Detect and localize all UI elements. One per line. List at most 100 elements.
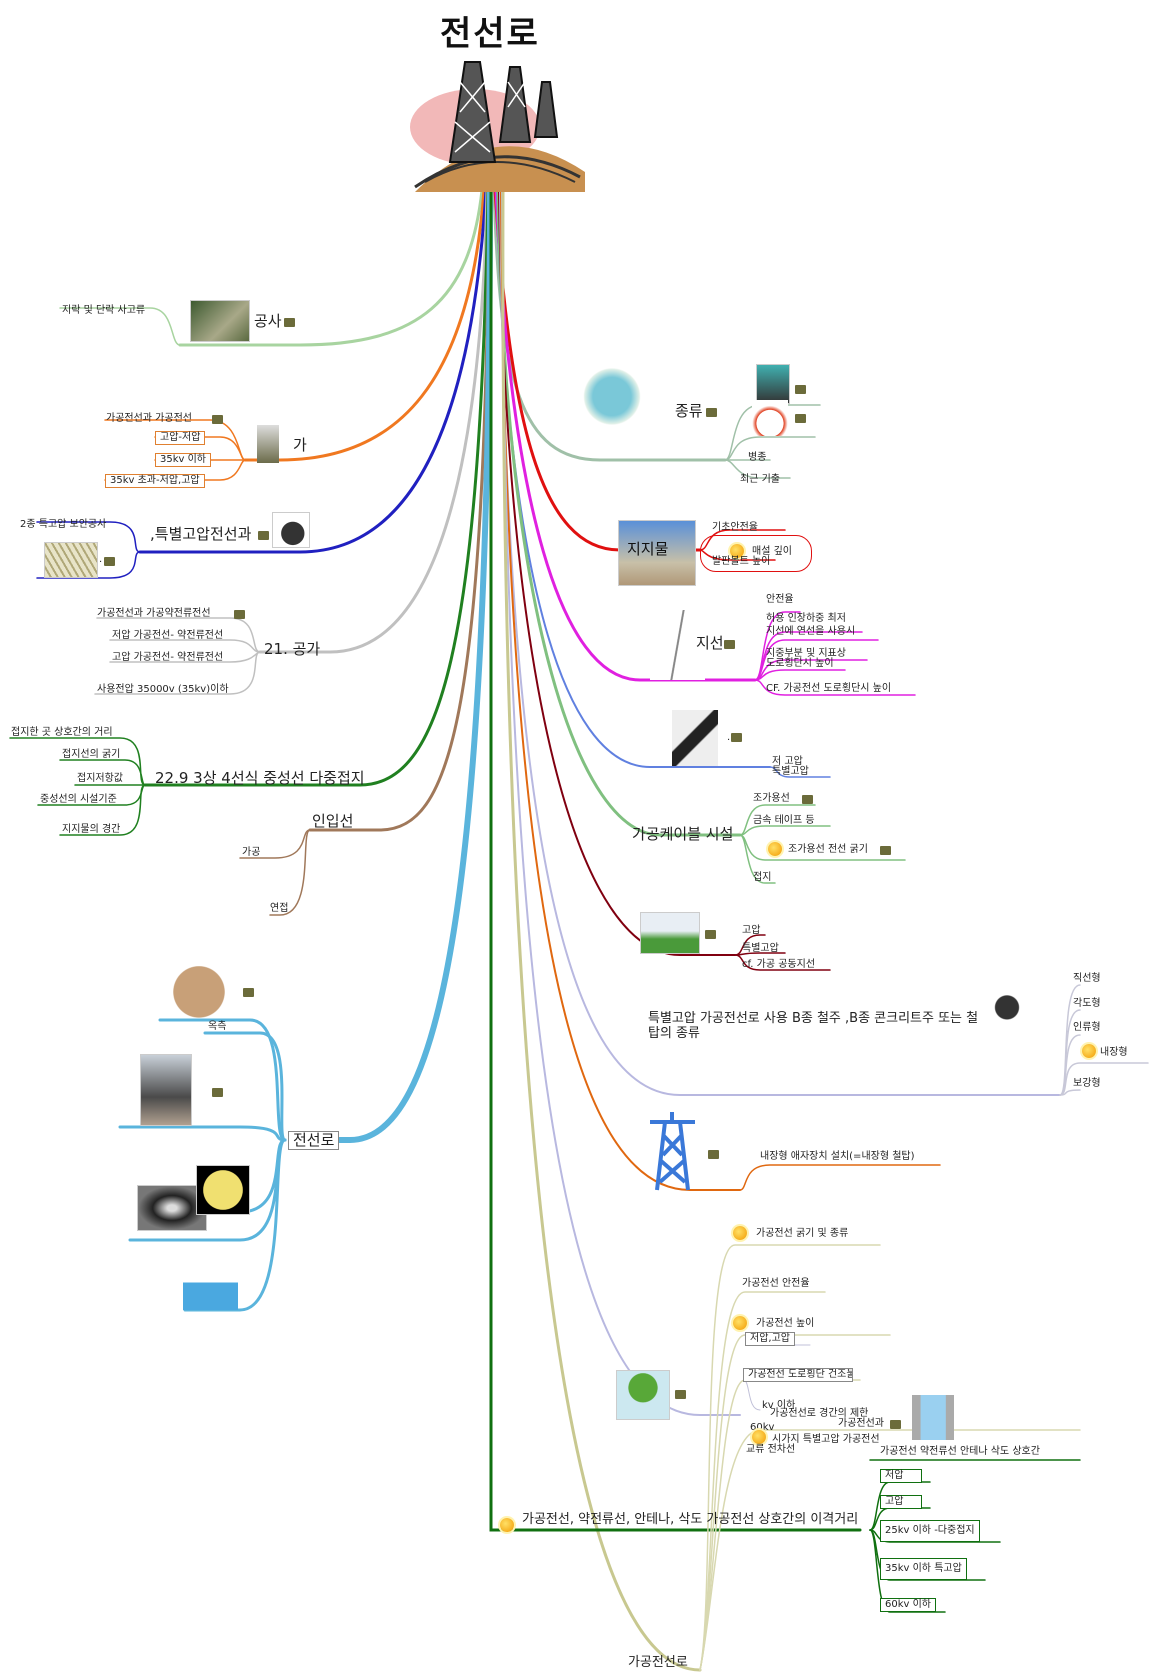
node-gagong-child-1[interactable]: 가공전선 굵기 및 종류 — [756, 1228, 849, 1239]
node-dist-child-4[interactable]: 25kv 이하 -다중접지 — [880, 1520, 980, 1542]
node-jiseon-child-3[interactable]: 지선에 연선을 사용시 — [766, 626, 856, 637]
node-dark-child-1[interactable]: 고압 — [742, 925, 761, 936]
note-icon[interactable] — [802, 795, 813, 804]
node-steel-child-1[interactable]: 직선형 — [1073, 973, 1101, 984]
node-jungseong-child-1[interactable]: 접지한 곳 상호간의 거리 — [11, 727, 113, 738]
node-jungseong-child-5[interactable]: 지지물의 경간 — [62, 824, 121, 835]
node-jeonseonro[interactable]: 전선로 — [288, 1131, 340, 1150]
node-jeogoap[interactable]: . — [727, 732, 731, 743]
note-icon[interactable] — [284, 318, 295, 327]
node-jungseong[interactable]: 22.9 3상 4선식 중성선 다중접지 — [155, 769, 365, 787]
node-tower-child-1[interactable]: 내장형 애자장치 설치(=내장형 철탑) — [760, 1151, 915, 1162]
node-jongryu-child-5[interactable]: 최근 기출 — [740, 474, 780, 485]
image-worker-with-sack — [172, 960, 232, 1018]
note-icon[interactable] — [212, 415, 223, 424]
image-judo-uniform — [672, 710, 718, 766]
node-jungseong-child-3[interactable]: 접지저항값 — [77, 773, 123, 784]
node-jungseong-child-4[interactable]: 중성선의 시설기준 — [40, 794, 117, 805]
node-gagong[interactable]: 가공전선로 — [628, 1655, 688, 1670]
node-gagong-child-4[interactable]: 저압,고압 — [745, 1332, 795, 1346]
node-jijimul-child-3[interactable]: 발판볼트 높이 — [712, 556, 771, 567]
node-gagong-child-2[interactable]: 가공전선 안전율 — [742, 1278, 810, 1289]
node-jeogoap-child-1[interactable]: 저 고압 — [772, 756, 803, 767]
node-steel-child-2[interactable]: 각도형 — [1073, 998, 1101, 1009]
note-icon[interactable] — [706, 408, 717, 417]
node-dist[interactable]: 가공전선, 약전류선, 안테나, 삭도 가공전선 상호간의 이격거리 — [522, 1512, 859, 1527]
note-icon[interactable] — [890, 1420, 901, 1429]
node-dist-child-2[interactable]: 저압 — [880, 1469, 922, 1483]
node-jiseon-child-6[interactable]: CF. 가공전선 도로횡단시 높이 — [766, 683, 892, 694]
node-gongga-child-1[interactable]: 가공전선과 가공약전류전선 — [97, 608, 211, 619]
node-gongsa[interactable]: 공사 — [254, 312, 282, 330]
node-jiseon-child-4[interactable]: 지중부분 및 지표상 — [766, 648, 846, 659]
node-jiseon-child-2[interactable]: 허용 인장하중 최저 — [766, 613, 846, 624]
note-icon[interactable] — [234, 610, 245, 619]
node-gongga-child-3[interactable]: 고압 가공전선- 약전류전선 — [112, 652, 224, 663]
image-person-photo — [756, 364, 790, 404]
node-cable-child-1[interactable]: 조가용선 — [753, 793, 790, 804]
node-gongga[interactable]: 21. 공가 — [264, 640, 321, 658]
node-inip-child-1[interactable]: 가공 — [242, 847, 261, 858]
node-ga-child-2[interactable]: 고압-저압 — [155, 431, 206, 445]
node-dist-child-5[interactable]: 35kv 이하 특고압 — [880, 1558, 967, 1580]
node-steel-child-4[interactable]: 내장형 — [1100, 1047, 1128, 1058]
note-icon[interactable] — [795, 385, 806, 394]
node-cable[interactable]: 가공케이블 시설 — [632, 825, 734, 843]
node-teukbyeol-child-1[interactable]: 2종 특고압 보안공사 — [20, 519, 107, 530]
node-ga-child-3[interactable]: 35kv 이하 — [155, 453, 212, 467]
note-icon[interactable] — [880, 846, 891, 855]
node-ga[interactable]: 가 — [293, 436, 307, 454]
note-icon[interactable] — [243, 988, 254, 997]
node-ga-child-1[interactable]: 가공전선과 가공전선 — [106, 413, 192, 424]
node-teukbyeol[interactable]: ,특별고압전선과 — [150, 525, 252, 543]
note-icon[interactable] — [724, 640, 735, 649]
note-icon[interactable] — [675, 1390, 686, 1399]
note-icon[interactable] — [705, 930, 716, 939]
node-inip-child-2[interactable]: 연접 — [270, 903, 289, 914]
node-gagong-child-8[interactable]: 60kv — [750, 1422, 775, 1433]
node-gagong-child-3[interactable]: 가공전선 높이 — [756, 1318, 815, 1329]
node-steel-child-3[interactable]: 인류형 — [1073, 1022, 1101, 1033]
node-jijimul-child-1[interactable]: 기초안전율 — [712, 522, 758, 533]
note-icon[interactable] — [104, 557, 115, 566]
node-jiseon-child-5[interactable]: 도로횡단시 높이 — [766, 658, 834, 669]
node-dist-child-3[interactable]: 고압 — [880, 1495, 922, 1509]
node-gongsa-child[interactable]: 지락 및 단락 사고류 — [62, 305, 146, 316]
note-icon[interactable] — [708, 1150, 719, 1159]
node-jijimul[interactable]: 지지물 — [627, 540, 669, 558]
node-gagong-child-6[interactable]: kv 이하 — [762, 1400, 796, 1411]
note-icon[interactable] — [795, 414, 806, 423]
node-jeogoap-child-2[interactable]: 특별고압 — [772, 766, 809, 777]
node-jiseon[interactable]: 지선 — [696, 634, 724, 652]
node-jongryu-child-4[interactable]: 병종 — [748, 452, 767, 463]
node-dark-child-3[interactable]: cf. 가공 공동지선 — [742, 959, 816, 970]
node-steel[interactable]: 특별고압 가공전선로 사용 B종 철주 ,B종 콘크리트주 또는 철탑의 종류 — [648, 1011, 979, 1041]
node-gagong-child-5[interactable]: 가공전선 도로횡단 건조물 접근 — [743, 1368, 853, 1382]
node-gongga-child-2[interactable]: 저압 가공전선- 약전류전선 — [112, 630, 224, 641]
node-jijimul-child-2[interactable]: 매설 깊이 — [752, 546, 792, 557]
node-gagong-child-7[interactable]: 가공전선로 경간의 제한 — [770, 1408, 869, 1419]
node-jongryu[interactable]: 종류 — [675, 402, 703, 420]
node-steel-child-5[interactable]: 보강형 — [1073, 1078, 1101, 1089]
node-cable-child-2[interactable]: 금속 테이프 등 — [753, 815, 815, 826]
node-jeonseonro-child-1[interactable]: 옥측 — [208, 1021, 227, 1032]
note-icon[interactable] — [212, 1088, 223, 1097]
node-jungseong-child-2[interactable]: 접지선의 굵기 — [62, 749, 121, 760]
node-dist-child-1[interactable]: 가공전선 약전류선 안테나 삭도 상호간 — [880, 1446, 1040, 1457]
node-dark-child-2[interactable]: 특별고압 — [742, 943, 779, 954]
node-gongga-child-4[interactable]: 사용전압 35000v (35kv)이하 — [97, 684, 229, 695]
node-gagong-child-10[interactable]: 시가지 특별고압 가공전선 — [772, 1434, 880, 1445]
node-inip[interactable]: 인입선 — [312, 812, 354, 830]
root-title[interactable]: 전선로 — [440, 14, 540, 54]
node-teukbyeol-child-2[interactable]: . — [99, 554, 103, 565]
node-jiseon-child-1[interactable]: 안전율 — [766, 594, 794, 605]
node-gagong-child-9[interactable]: 가공전선과 — [838, 1418, 884, 1429]
node-cable-child-3[interactable]: 조가용선 전선 굵기 — [788, 844, 868, 855]
node-dist-child-6[interactable]: 60kv 이하 — [880, 1598, 937, 1612]
image-building — [912, 1395, 954, 1440]
note-icon[interactable] — [258, 531, 269, 540]
note-icon[interactable] — [731, 733, 742, 742]
node-gagong-child-11[interactable]: 교류 전차선 — [746, 1444, 796, 1455]
node-ga-child-4[interactable]: 35kv 초과-저압,고압 — [105, 474, 205, 488]
node-cable-child-4[interactable]: 접지 — [753, 872, 772, 883]
